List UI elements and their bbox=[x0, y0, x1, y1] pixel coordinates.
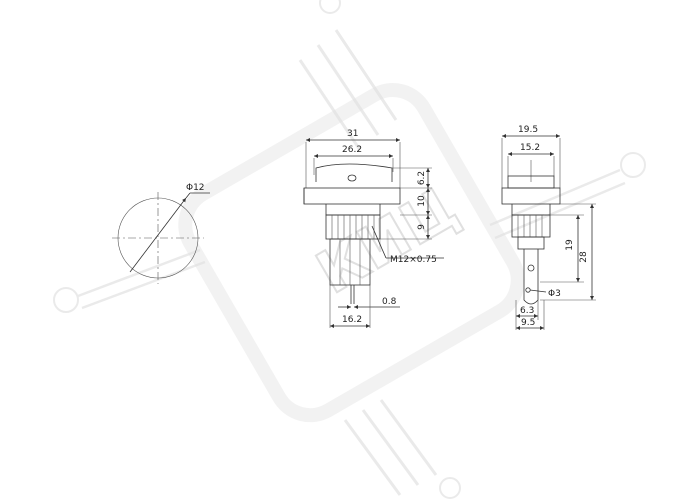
watermark-lines-left bbox=[53, 248, 206, 313]
dim-front-pin-width: 0.8 bbox=[382, 297, 397, 307]
dim-side-h28: 28 bbox=[579, 251, 589, 263]
panel-hole-view: Φ12 bbox=[112, 183, 210, 284]
watermark: КИЦ bbox=[53, 0, 646, 499]
dim-panel-diameter: Φ12 bbox=[186, 183, 205, 193]
watermark-lines-right bbox=[489, 152, 646, 240]
front-view: 31 26.2 bbox=[303, 129, 444, 328]
dim-front-h-thread: 9 bbox=[417, 224, 427, 230]
dim-side-hole: Φ3 bbox=[548, 289, 561, 299]
dim-front-h-mid: 10 bbox=[417, 195, 427, 207]
side-view: 19.5 15.2 Φ3 19 2 bbox=[501, 125, 596, 330]
dim-side-h19: 19 bbox=[565, 239, 575, 251]
watermark-frame bbox=[178, 83, 525, 423]
watermark-lines-top bbox=[298, 0, 398, 151]
dim-front-inner-width: 26.2 bbox=[342, 145, 362, 155]
dim-side-w63: 6.3 bbox=[520, 306, 534, 316]
watermark-lines-bottom bbox=[343, 399, 461, 499]
dim-front-h-top: 6.2 bbox=[417, 171, 427, 185]
dim-side-overall-width: 19.5 bbox=[518, 125, 538, 135]
dim-front-overall-width: 31 bbox=[347, 129, 358, 139]
dim-front-base-width: 16.2 bbox=[342, 315, 362, 325]
dim-side-w95: 9.5 bbox=[521, 318, 535, 328]
dim-front-thread: M12×0.75 bbox=[390, 255, 437, 265]
dim-side-inner-width: 15.2 bbox=[520, 143, 540, 153]
